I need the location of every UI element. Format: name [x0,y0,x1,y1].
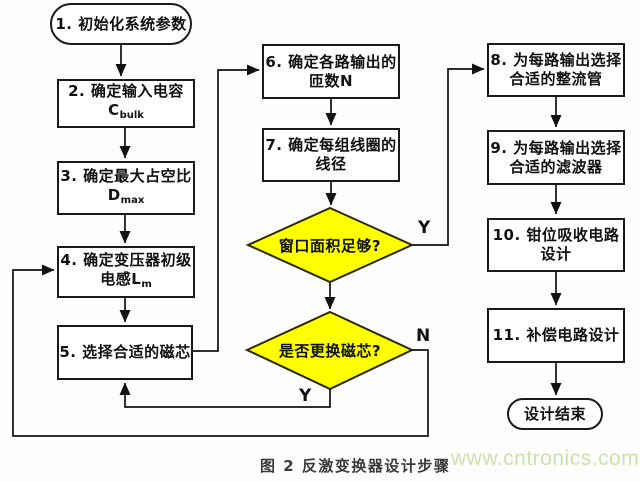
node-step11: 11. 补偿电路设计 [487,308,625,363]
node-step5-label: 5. 选择合适的磁芯 [59,343,191,361]
node-step3-symbol: D [107,185,121,204]
connector-decision2-no-to-step4 [12,264,429,437]
node-step8-line2: 合适的整流管 [509,70,603,88]
node-step4-line2-prefix: 电感 [100,269,132,288]
node-step6-line2: 匝数N [308,71,354,90]
connector-step5-to-step6 [193,64,260,352]
node-step6: 6. 确定各路输出的 匝数N [262,44,400,99]
node-step7: 7. 确定每组线圈的 线径 [262,128,400,182]
node-step9-line2: 合适的滤波器 [509,157,603,176]
node-step6-line1: 6. 确定各路输出的 [265,52,397,71]
node-step2-subscript: bulk [119,110,144,121]
node-step5: 5. 选择合适的磁芯 [57,325,193,380]
branch-label-decision2-yes: Y [299,386,312,406]
node-step9-line1: 9. 为每路输出选择 [490,138,622,157]
node-step3: 3. 确定最大占空比 Dmax [57,161,195,215]
node-step2-line1: 2. 确定输入电容 [68,82,184,100]
node-step4-line2: 电感Lm [100,270,152,294]
node-step9: 9. 为每路输出选择 合适的滤波器 [487,130,625,185]
figure-caption: 图 2 反激变换器设计步骤 [260,457,451,475]
node-step4-line1: 4. 确定变压器初级 [60,250,192,269]
connector-decision1-yes-to-step8 [412,63,485,246]
watermark-text: www.cntronics.com [451,447,640,470]
node-decision2: 是否更换磁芯? [255,338,405,362]
node-step4: 4. 确定变压器初级 电感Lm [57,246,195,298]
node-step8-line1: 8. 为每路输出选择 [490,51,622,69]
node-step2-line2: Cbulk [108,101,144,125]
node-step4-symbol: L [131,269,142,288]
node-step8: 8. 为每路输出选择 合适的整流管 [487,43,625,97]
node-step7-line2: 线径 [315,155,347,173]
node-step10: 10. 钳位吸收电路 设计 [487,218,625,272]
node-decision2-label: 是否更换磁芯? [278,341,382,360]
node-step2: 2. 确定输入电容 Cbulk [57,79,195,128]
node-step7-line1: 7. 确定每组线圈的 [265,136,397,154]
node-end-label: 设计结束 [523,404,586,423]
node-step11-label: 11. 补偿电路设计 [492,326,620,344]
node-step3-line1: 3. 确定最大占空比 [60,166,192,185]
node-step3-subscript: max [120,194,145,206]
node-step10-line1: 10. 钳位吸收电路 [492,226,620,244]
node-step3-line2: Dmax [108,186,145,210]
node-decision1-label: 窗口面积足够? [278,236,382,255]
node-start: 1. 初始化系统参数 [50,3,192,45]
branch-label-decision2-no: N [416,326,431,346]
node-step4-subscript: m [141,278,152,290]
node-decision1: 窗口面积足够? [255,233,405,257]
node-step2-symbol: C [108,101,120,119]
connector-decision2-yes-to-step5 [119,382,331,408]
node-end: 设计结束 [507,398,603,430]
node-step10-line2: 设计 [540,245,572,263]
branch-label-decision1-yes: Y [418,218,431,238]
node-start-label: 1. 初始化系统参数 [55,14,187,33]
